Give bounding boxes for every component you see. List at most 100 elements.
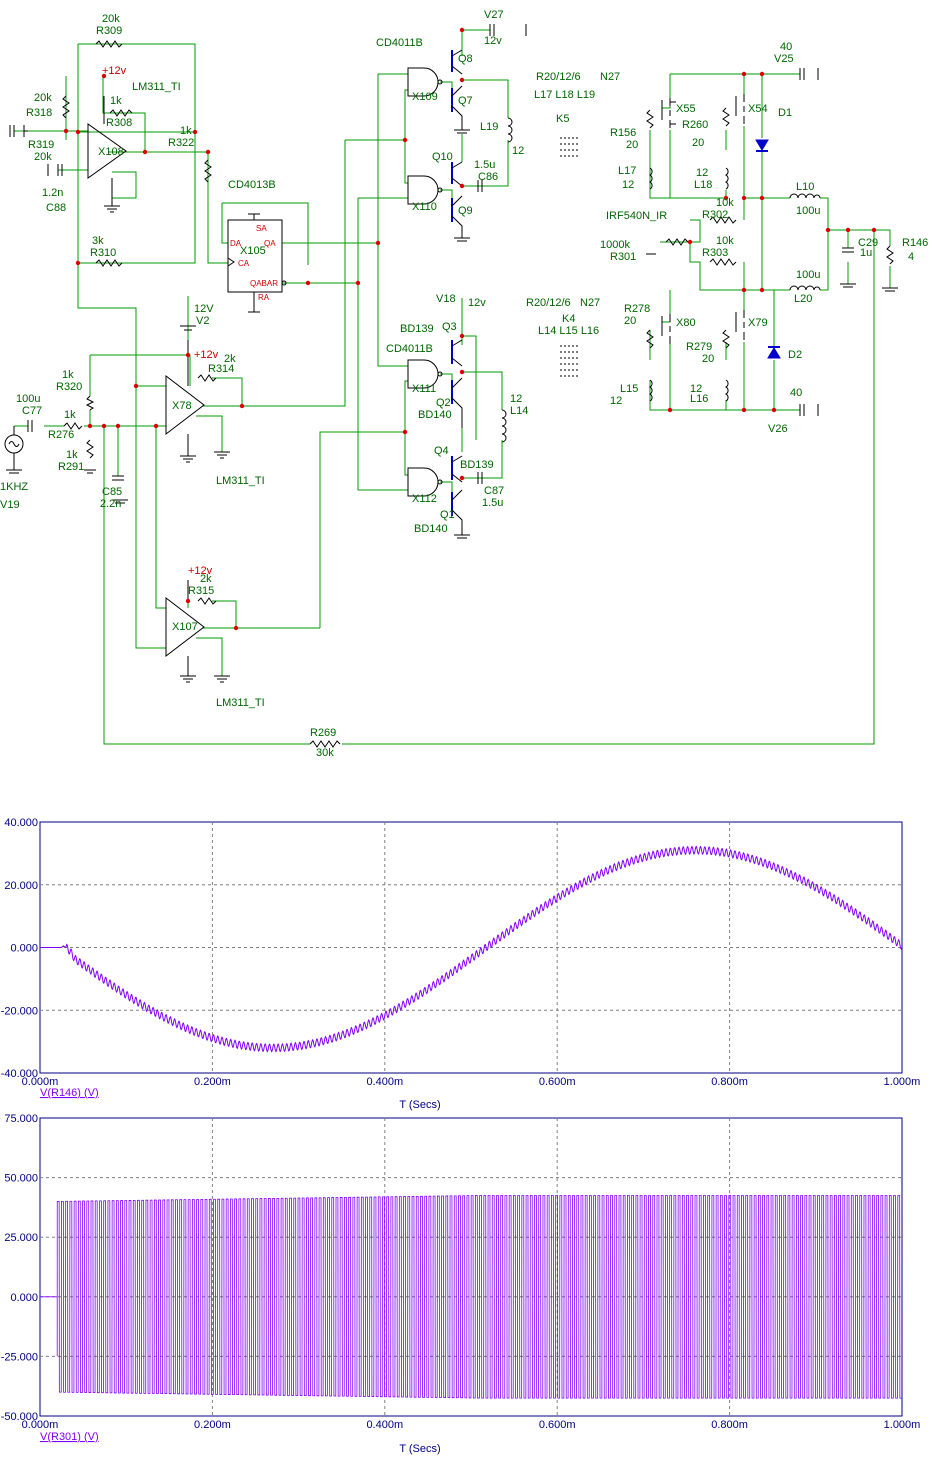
junction-dot xyxy=(75,129,81,135)
plot2-trace-v-r301 xyxy=(40,1195,902,1399)
wire xyxy=(649,380,800,411)
resistor-r303 xyxy=(709,258,737,266)
wire xyxy=(820,197,874,231)
label-r146-0: R146 xyxy=(902,237,928,249)
source-v26 xyxy=(799,404,805,416)
label-x107: X107 xyxy=(172,621,198,633)
junction-dot xyxy=(239,403,245,409)
transformer-core-k4 xyxy=(560,345,580,377)
bjt-q3-legs xyxy=(451,339,463,367)
capacitor-c87 xyxy=(477,472,483,484)
resistor-r315 xyxy=(197,597,217,605)
junction-dot xyxy=(375,240,381,246)
diode-d2 xyxy=(767,347,781,359)
label-irf540n: IRF540N_IR xyxy=(606,210,667,222)
ground-symbol xyxy=(840,283,856,288)
inductor-l20 xyxy=(789,285,821,291)
label-r302-0: 10k xyxy=(716,197,734,209)
label-n27_bot: N27 xyxy=(580,297,600,309)
label-l19-1: 12 xyxy=(512,145,524,157)
label-q8: Q8 xyxy=(458,53,473,65)
ground-symbol xyxy=(214,451,230,459)
label-q9: Q9 xyxy=(458,205,473,217)
label-v18-0: V18 xyxy=(436,293,456,305)
wire xyxy=(90,354,191,386)
wire xyxy=(761,198,790,291)
y-tick-label: 0.000 xyxy=(10,1292,38,1304)
plot1-trace-v-r146 xyxy=(40,845,902,1053)
label-v19-0: 1KHZ xyxy=(0,481,28,493)
label-x108: X108 xyxy=(98,146,124,158)
junction-dot xyxy=(687,239,693,245)
schematic: 20kR30920kR318R31920k1.2nC881kR308+12vLM… xyxy=(0,9,928,759)
resistor-r302 xyxy=(709,216,737,224)
mosfet-x79 xyxy=(735,310,745,340)
diodes xyxy=(755,139,781,359)
resistor-r291 xyxy=(86,439,94,459)
inductor-l15 xyxy=(648,379,653,402)
junction-dot xyxy=(759,71,765,77)
junction-dot xyxy=(459,27,465,33)
label-r278-0: R278 xyxy=(624,303,650,315)
nand-bubble xyxy=(437,187,443,193)
inductor-l19 xyxy=(507,117,513,143)
label-l20-1: L20 xyxy=(794,293,812,305)
wire xyxy=(743,126,790,199)
junction-dot xyxy=(667,407,673,413)
label-c29-0: C29 xyxy=(858,237,878,249)
label-x80: X80 xyxy=(676,317,696,329)
label-l20-0: 100u xyxy=(796,269,820,281)
wire xyxy=(874,229,891,246)
y-tick-label: -40.000 xyxy=(1,1068,38,1080)
junction-dot xyxy=(185,598,191,604)
label-l14-1: L14 xyxy=(510,405,528,417)
label-ff_pins-sa: SA xyxy=(256,224,267,233)
resistor-r269 xyxy=(309,740,341,748)
label-x110: X110 xyxy=(412,201,437,213)
junction-dot xyxy=(723,195,729,201)
label-bd139_b: BD139 xyxy=(460,459,494,471)
resistor-r156 xyxy=(646,109,654,129)
junction-dot xyxy=(355,280,361,286)
label-r303-1: R303 xyxy=(702,247,728,259)
label-bd140_b: BD140 xyxy=(414,523,448,535)
label-l10-1: 100u xyxy=(796,205,820,217)
y-tick-label: 75.000 xyxy=(4,1113,38,1125)
wire xyxy=(462,371,503,410)
x-tick-label: 0.200m xyxy=(194,1076,231,1088)
x-tick-label: 0.400m xyxy=(366,1076,403,1088)
label-x112: X112 xyxy=(412,493,437,505)
ground-symbol xyxy=(882,287,898,292)
junction-dot xyxy=(185,352,191,358)
capacitor-v27 xyxy=(489,24,495,36)
x-tick-label: 0.600m xyxy=(539,1076,576,1088)
label-r301-0: 1000k xyxy=(600,239,630,251)
label-plus12v_b: +12v xyxy=(194,349,219,361)
label-r278-1: 20 xyxy=(624,315,636,327)
label-ff_pins-qabar: QABAR xyxy=(250,279,278,288)
mosfet-x80 xyxy=(661,314,671,344)
resistor-r279 xyxy=(722,329,730,349)
label-r291-0: 1k xyxy=(66,449,78,461)
capacitor-c85 xyxy=(112,475,124,481)
resistor-r314 xyxy=(197,374,217,382)
junction-dot xyxy=(63,128,69,134)
nand-bubble xyxy=(437,79,443,85)
wire xyxy=(103,426,310,745)
label-l15-1: 12 xyxy=(610,395,622,407)
label-c29-1: 1u xyxy=(860,247,872,259)
label-c85-0: C85 xyxy=(102,486,122,498)
y-tick-label: -25.000 xyxy=(1,1351,38,1363)
wire xyxy=(202,377,243,407)
ground-symbol xyxy=(214,675,230,683)
label-c88-0: 1.2n xyxy=(42,187,63,199)
label-l16-1: L16 xyxy=(690,393,708,405)
plot1-series-label: V(R146) (V) xyxy=(40,1087,99,1099)
junction-dot xyxy=(75,260,81,266)
bjt-q10-legs xyxy=(451,161,463,187)
label-l18-0: 12 xyxy=(696,167,708,179)
resistor-input-r319 xyxy=(13,125,25,137)
x-tick-label: 0.800m xyxy=(711,1076,748,1088)
wire xyxy=(222,202,309,265)
